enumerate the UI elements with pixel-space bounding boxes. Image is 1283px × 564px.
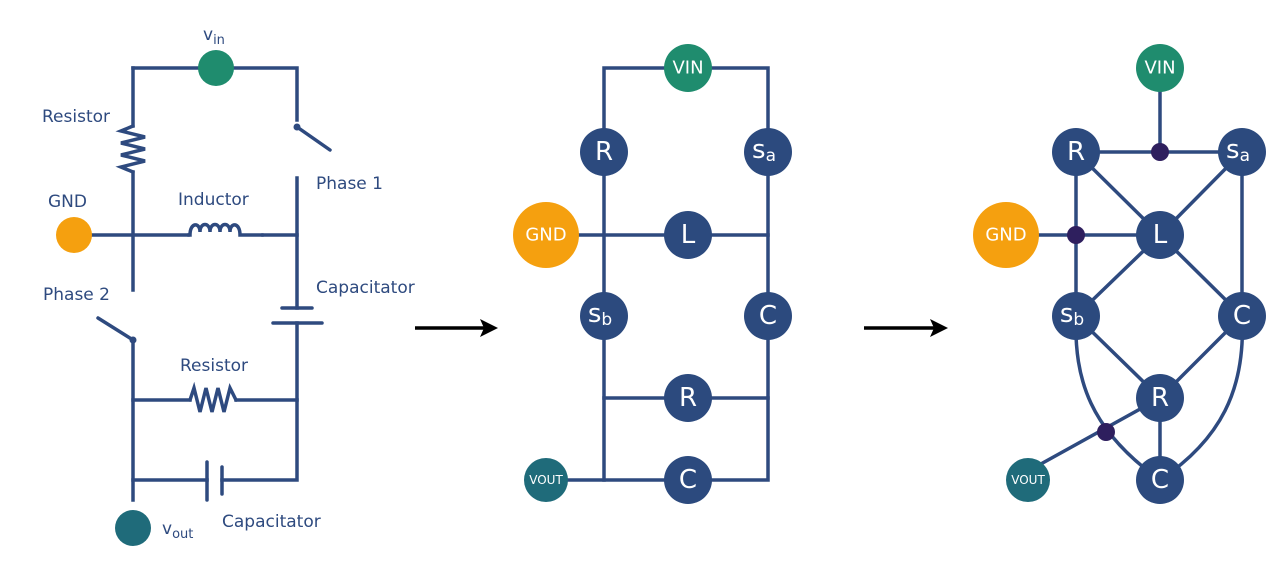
wire-top-right	[233, 66, 299, 122]
graph-schematic-panel: VIN R sa GND L sb C R VOUT C	[513, 44, 792, 504]
circuit-panel: vin vout GND Resistor Inductor Phase 1 P…	[42, 25, 415, 546]
arrow-2	[864, 319, 948, 337]
arrow-1	[415, 319, 498, 337]
hyper-node-r-top	[1052, 128, 1100, 176]
hyper-node-s-b	[1052, 292, 1100, 340]
node-s-b-label: sb	[588, 299, 612, 330]
node-vout	[524, 458, 568, 502]
resistor-top-label: Resistor	[42, 107, 110, 127]
hyper-node-c-bottom	[1136, 456, 1184, 504]
hypergraph-panel: VIN R sa GND L sb C R VOUT C	[973, 44, 1266, 504]
edge-vout-r	[1028, 396, 1162, 472]
junction-gnd	[1067, 226, 1085, 244]
capacitor-bottom-label: Capacitator	[222, 512, 321, 532]
capacitor-right-label: Capacitator	[316, 278, 415, 298]
hyper-node-c-bottom-label: C	[1151, 465, 1169, 495]
gnd-terminal	[56, 217, 92, 253]
vout-terminal	[115, 510, 151, 546]
phase1-label: Phase 1	[316, 174, 383, 194]
hyper-node-vout	[1006, 458, 1050, 502]
node-r-bottom-label: R	[679, 383, 697, 413]
hyper-node-l-label: L	[1153, 220, 1168, 250]
arrow-1-head	[480, 319, 498, 337]
vin-terminal	[198, 50, 234, 86]
edge-right-vertical	[686, 150, 770, 482]
node-vout-label: VOUT	[529, 473, 563, 487]
junction-top	[1151, 143, 1169, 161]
hyper-node-vin-label: VIN	[1144, 58, 1175, 79]
hyper-node-vout-label: VOUT	[1011, 473, 1045, 487]
node-c-bottom	[664, 456, 712, 504]
hyper-node-gnd	[973, 202, 1039, 268]
vin-label: vin	[203, 25, 225, 48]
vout-label: vout	[162, 519, 193, 542]
resistor-top-symbol	[115, 124, 146, 174]
hyper-node-gnd-label: GND	[985, 225, 1026, 246]
hyper-node-c-right	[1218, 292, 1266, 340]
hyper-node-s-b-label: sb	[1060, 299, 1084, 330]
node-r-bottom	[664, 374, 712, 422]
wire-right-lower	[220, 321, 299, 482]
inductor-label: Inductor	[178, 190, 249, 210]
node-l	[664, 211, 712, 259]
node-vin-label: VIN	[672, 58, 703, 79]
hyper-node-r-bottom-label: R	[1151, 383, 1169, 413]
hyper-node-vin	[1136, 44, 1184, 92]
resistor-bottom-symbol	[188, 381, 238, 413]
phase2-label: Phase 2	[43, 285, 110, 305]
node-gnd	[513, 202, 579, 268]
node-c-right-label: C	[759, 301, 777, 331]
node-s-b	[580, 292, 628, 340]
hyper-node-r-top-label: R	[1067, 137, 1085, 167]
node-c-right	[744, 292, 792, 340]
hyper-node-l	[1136, 211, 1184, 259]
node-r-top	[580, 128, 628, 176]
phase2-switch-blade	[96, 316, 135, 342]
junction-vout	[1097, 423, 1115, 441]
hyper-node-s-a	[1218, 128, 1266, 176]
hyper-node-r-bottom	[1136, 374, 1184, 422]
hyper-node-c-right-label: C	[1233, 301, 1251, 331]
arrow-2-head	[930, 319, 948, 337]
node-gnd-label: GND	[525, 225, 566, 246]
node-c-bottom-label: C	[679, 465, 697, 495]
phase1-switch-blade	[295, 125, 332, 152]
gnd-label: GND	[48, 192, 87, 212]
node-vin	[664, 44, 712, 92]
edge-c-c-curve	[1158, 314, 1245, 482]
inductor-symbol	[186, 222, 265, 237]
node-l-label: L	[681, 220, 696, 250]
hyper-node-s-a-label: sa	[1226, 135, 1250, 166]
resistor-bottom-label: Resistor	[180, 356, 248, 376]
node-r-top-label: R	[595, 137, 613, 167]
node-s-a-label: sa	[752, 135, 776, 166]
node-s-a	[744, 128, 792, 176]
